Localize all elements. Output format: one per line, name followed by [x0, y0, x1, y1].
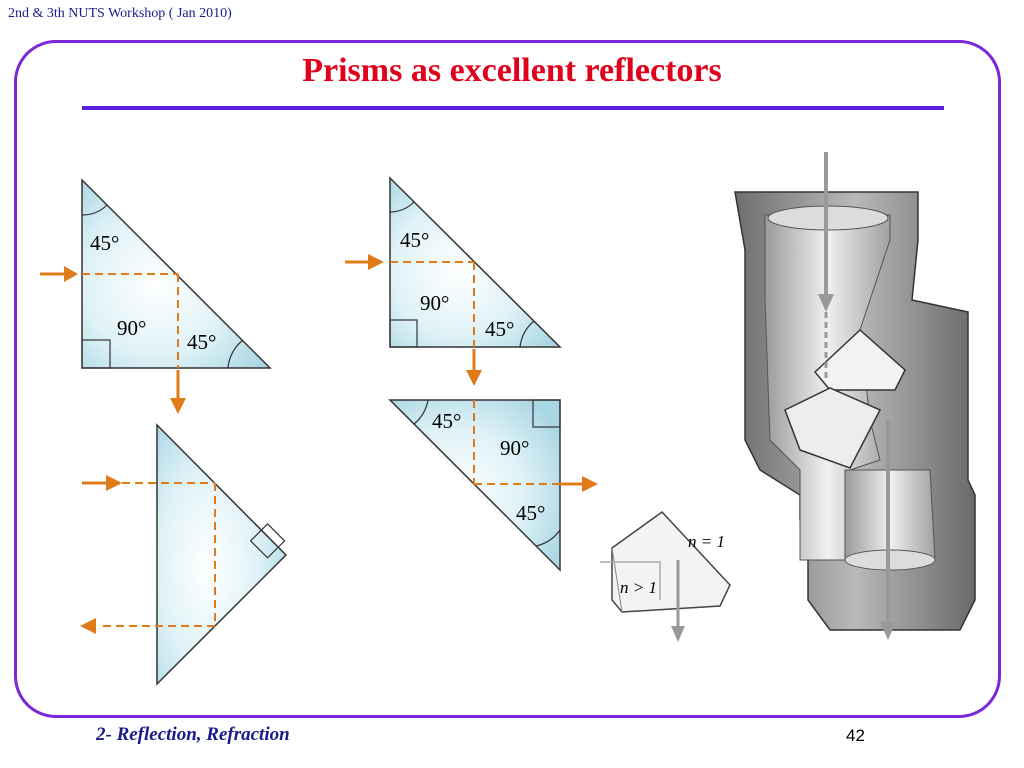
arrow-icon: [466, 370, 482, 386]
prism-right-angle-bottom-middle: 45° 90° 45°: [388, 399, 598, 572]
prism-3d-sketch: n = 1 n > 1: [600, 511, 731, 642]
prism-right-angle-top-left: 45° 90° 45°: [40, 178, 272, 414]
index-inside-label: n > 1: [620, 578, 657, 597]
arrow-icon: [880, 622, 896, 640]
prism-right-angle-top-middle: 45° 90° 45°: [345, 176, 562, 386]
angle-45-label: 45°: [187, 330, 216, 354]
prism-retroreflector: [80, 423, 288, 686]
angle-90-label: 90°: [117, 316, 146, 340]
upper-prism: [813, 328, 906, 391]
arrow-icon: [671, 626, 685, 642]
arrow-icon: [64, 266, 78, 282]
arrow-icon: [80, 618, 96, 634]
title-underline: [82, 106, 944, 110]
arrow-icon: [818, 294, 834, 312]
arrow-icon: [368, 254, 384, 270]
lower-prism: [784, 387, 882, 469]
arrow-icon: [582, 476, 598, 492]
index-outside-label: n = 1: [688, 532, 725, 551]
footer-section-title: 2- Reflection, Refraction: [96, 724, 290, 745]
workshop-header: 2nd & 3th NUTS Workshop ( Jan 2010): [8, 6, 232, 21]
angle-45-label: 45°: [400, 228, 429, 252]
angle-90-label: 90°: [500, 436, 529, 460]
periscope-housing: [734, 152, 976, 640]
angle-45-label: 45°: [432, 409, 461, 433]
arrow-icon: [170, 398, 186, 414]
slide-frame: [14, 40, 1001, 718]
slide-title: Prisms as excellent reflectors: [302, 52, 722, 89]
angle-45-label: 45°: [485, 317, 514, 341]
page-number: 42: [846, 726, 865, 745]
angle-45-label: 45°: [516, 501, 545, 525]
angle-45-label: 45°: [90, 231, 119, 255]
angle-90-label: 90°: [420, 291, 449, 315]
arrow-icon: [106, 475, 122, 491]
